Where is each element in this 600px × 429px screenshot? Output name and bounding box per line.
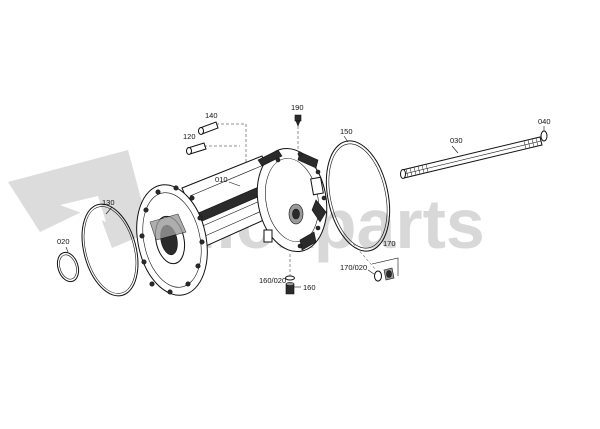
watermark-logo-arrow [8,150,150,248]
part-160-plug [285,275,295,295]
part-010-housing [136,147,328,296]
callout-labels: 140 120 190 150 030 040 010 130 020 170 … [57,103,551,292]
label-010: 010 [215,175,228,184]
part-120-pin [186,142,207,155]
part-030-shaft [400,136,543,179]
label-030: 030 [450,136,463,145]
part-170-plug [374,267,395,282]
label-140: 140 [205,111,218,120]
part-150-ring [325,140,391,252]
label-160-020: 160/020 [259,276,286,285]
label-150: 150 [340,127,353,136]
flange-bolt-holes [139,185,205,295]
label-160: 160 [303,283,316,292]
label-040: 040 [538,117,551,126]
leader-lines [65,123,545,288]
label-170-020: 170/020 [340,263,367,272]
label-020: 020 [57,237,70,246]
part-020-ring [56,251,80,283]
part-140-pin [198,121,219,135]
part-190-plug [294,114,302,127]
label-170: 170 [383,239,396,248]
part-130-ring [81,203,139,297]
label-130: 130 [102,198,115,207]
label-120: 120 [183,132,196,141]
label-190: 190 [291,103,304,112]
part-040-ring [540,130,548,142]
